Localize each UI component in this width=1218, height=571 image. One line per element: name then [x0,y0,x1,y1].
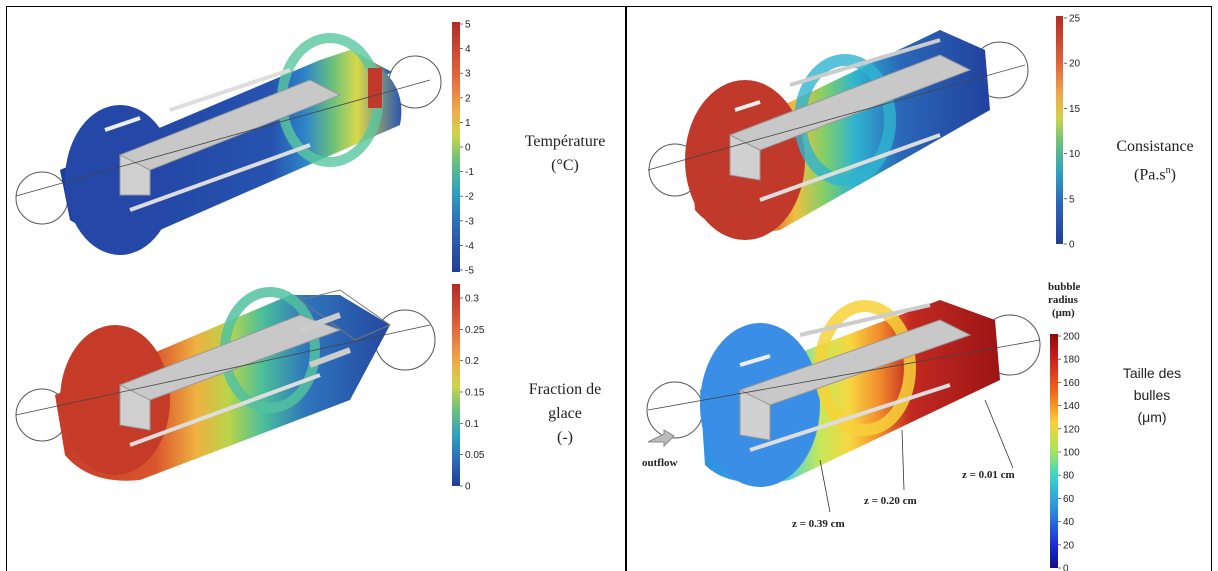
bubble-tick-label: 20 [1063,540,1075,551]
bubble-legend-line3: (μm) [1052,307,1075,319]
consistency-title-line2: (Pa.sn) [1134,165,1176,184]
ice-tick-label: 0.1 [465,419,479,430]
bubble-tick-label: 0 [1063,564,1069,571]
temperature-tick-label: -3 [465,216,474,227]
z-label-001: z = 0.01 cm [962,469,1015,481]
ice-tick-label: 0.3 [465,294,479,305]
consistency-tick-label: 20 [1069,59,1081,70]
bubble-tick-label: 160 [1063,378,1080,389]
bubble-tick-label: 60 [1063,494,1075,505]
temperature-tick-label: -1 [465,167,474,178]
temperature-tick-label: 3 [465,69,471,80]
consistency-tick-label: 10 [1069,149,1081,160]
ice-title-line2: glace [548,405,582,422]
consistency-tick-label: 15 [1069,104,1081,115]
consistency-cylinder-render [647,30,1029,240]
ice-tick-label: 0.25 [465,325,485,336]
bubble-tick-label: 100 [1063,448,1080,459]
consistency-tick-label: 25 [1069,14,1081,25]
outflow-label: outflow [642,457,678,469]
temperature-title: Température (°C) [505,130,625,178]
temperature-tick-label: -2 [465,192,474,203]
column-divider [625,6,627,571]
table-border [6,6,1212,571]
bubble-annotations: outflow z = 0.39 cm z = 0.20 cm z = 0.01… [642,457,1015,530]
temperature-colorbar: 5 4 3 2 1 0 -1 -2 -3 -4 -5 [452,20,474,277]
bubble-legend-line2: radius [1048,294,1079,306]
bubble-tick-label: 140 [1063,401,1080,412]
ice-title-line3: (-) [557,429,573,446]
bubble-title-line3: (μm) [1137,409,1167,425]
ice-title-line1: Fraction de [528,381,602,398]
ice-tick-label: 0.2 [465,356,479,367]
ice-fraction-cylinder-render [15,287,436,481]
bubble-radius-cylinder-render [646,300,1041,513]
z-label-020: z = 0.20 cm [864,495,917,507]
temperature-tick-label: 5 [465,20,471,31]
temperature-cylinder-render [15,33,442,255]
bubble-title-line1: Taille des [1122,365,1182,381]
temperature-tick-label: 1 [465,118,471,129]
bubble-tick-label: 40 [1063,517,1075,528]
z-label-039: z = 0.39 cm [792,518,845,530]
temperature-tick-label: -5 [465,266,474,277]
bubble-tick-label: 80 [1063,471,1075,482]
ice-tick-label: 0.15 [465,388,485,399]
bubble-size-title: Taille des bulles (μm) [1102,362,1202,428]
consistency-title-line1: Consistance [1116,138,1194,155]
bubble-tick-label: 120 [1063,424,1080,435]
temperature-tick-label: 4 [465,44,471,55]
bubble-legend-line1: bubble [1048,281,1081,293]
consistency-colorbar: 25 20 15 10 5 0 [1056,14,1081,251]
bubble-tick-label: 180 [1063,355,1080,366]
temperature-title-line1: Température [524,133,606,150]
bubble-legend-title: bubble radius (μm) [1048,281,1081,319]
bubble-tick-label: 200 [1063,332,1080,343]
temperature-title-line2: (°C) [551,157,579,174]
consistency-tick-label: 0 [1069,240,1075,251]
ice-tick-label: 0.05 [465,450,485,461]
consistency-tick-label: 5 [1069,194,1075,205]
temperature-tick-label: -4 [465,241,474,252]
ice-tick-label: 0 [465,482,471,493]
bubble-title-line2: bulles [1133,387,1171,403]
ice-fraction-colorbar: 0.3 0.25 0.2 0.15 0.1 0.05 0 [452,284,485,493]
temperature-tick-label: 2 [465,93,471,104]
consistency-title: Consistance (Pa.sn) [1100,135,1210,187]
ice-fraction-title: Fraction de glace (-) [505,378,625,450]
temperature-tick-label: 0 [465,143,471,154]
